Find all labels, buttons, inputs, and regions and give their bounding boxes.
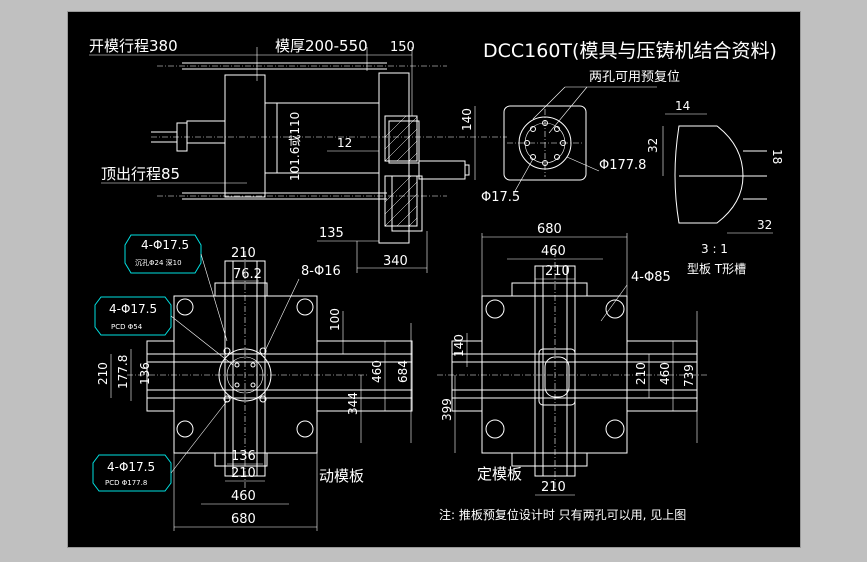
tslot-dim-32b: 32 — [757, 218, 772, 232]
reset-dim-140: 140 — [460, 108, 474, 131]
fixed-platen-label: 定模板 — [477, 465, 522, 483]
machine-top-view: 开模行程380 模厚200-550 150 — [89, 37, 507, 273]
dim-1016: 101.6或110 — [288, 112, 302, 181]
dim-150: 150 — [390, 40, 415, 55]
ejector-stroke-label: 顶出行程85 — [101, 165, 180, 183]
mp-dim-680: 680 — [231, 512, 256, 527]
mp-dim-136-bottom: 136 — [231, 449, 256, 464]
mp-dim-460-h: 460 — [231, 489, 256, 504]
mp-dim-210-top: 210 — [231, 246, 256, 261]
reset-hole-note: 两孔可用预复位 — [589, 70, 680, 85]
open-stroke-label: 开模行程380 — [89, 37, 178, 55]
reset-hole-view: 两孔可用预复位 140 Φ177.8 Φ17.5 — [460, 70, 680, 205]
mp-dim-136-left: 136 — [138, 362, 152, 385]
fixed-platen-view: 680 460 210 4-Φ85 140 399 210 460 739 21… — [437, 222, 707, 496]
tslot-dim-18: 18 — [770, 149, 784, 164]
callout-1: 4-Φ17.5 沉孔Φ24 深10 — [124, 234, 228, 342]
drawing-title: DCC160T(模具与压铸机结合资料) — [483, 40, 777, 62]
mp-dim-762: 76.2 — [233, 267, 262, 282]
tslot-dim-14: 14 — [675, 99, 690, 113]
callout-2: 4-Φ17.5 PCD Φ54 — [94, 296, 234, 366]
dim-340: 340 — [383, 254, 408, 269]
mold-thickness-label: 模厚200-550 — [275, 37, 368, 55]
moving-platen-view: 210 76.2 8-Φ16 100 460 684 344 210 177.8… — [96, 246, 413, 531]
border — [67, 11, 801, 548]
moving-platen-label: 动模板 — [319, 467, 364, 485]
fp-dim-210-bottom: 210 — [541, 480, 566, 495]
cad-drawing: DCC160T(模具与压铸机结合资料) 开模行程380 模厚200-550 15… — [67, 11, 801, 548]
dim-12: 12 — [337, 136, 352, 150]
callout-3-main: 4-Φ17.5 — [107, 460, 155, 474]
fp-dim-739: 739 — [682, 364, 696, 387]
fp-dim-399: 399 — [440, 398, 454, 421]
fp-dim-460-top: 460 — [541, 244, 566, 259]
mp-dim-210-bottom: 210 — [231, 466, 256, 481]
drawing-frame: DCC160T(模具与压铸机结合资料) 开模行程380 模厚200-550 15… — [67, 11, 801, 548]
fp-dim-210-right: 210 — [634, 362, 648, 385]
fp-holes-4: 4-Φ85 — [631, 270, 671, 285]
t-slot-view: 14 32 18 32 3 : 1 型板 T形槽 — [646, 99, 784, 276]
dim-135: 135 — [319, 226, 344, 241]
tslot-label: 型板 T形槽 — [687, 262, 746, 276]
footer-note: 注: 推板预复位设计时 只有两孔可以用, 见上图 — [439, 507, 686, 522]
fp-dim-680: 680 — [537, 222, 562, 237]
tslot-scale: 3 : 1 — [701, 242, 728, 256]
mp-dim-684: 684 — [396, 360, 410, 383]
callout-2-main: 4-Φ17.5 — [109, 302, 157, 316]
callout-3: 4-Φ17.5 PCD Φ177.8 — [92, 400, 228, 492]
mp-dim-460-v: 460 — [370, 360, 384, 383]
callout-1-main: 4-Φ17.5 — [141, 238, 189, 252]
mp-dim-210-left: 210 — [96, 362, 110, 385]
reset-dia-1778: Φ177.8 — [599, 158, 646, 173]
mp-dim-1778: 177.8 — [116, 355, 130, 389]
mp-holes-8: 8-Φ16 — [301, 264, 341, 279]
callout-1-sub: 沉孔Φ24 深10 — [135, 258, 182, 267]
fp-dim-210-top: 210 — [545, 264, 570, 279]
callout-2-sub: PCD Φ54 — [111, 323, 143, 331]
tslot-dim-32a: 32 — [646, 138, 660, 153]
fp-dim-460-right: 460 — [658, 362, 672, 385]
fp-dim-140: 140 — [452, 334, 466, 357]
mp-dim-344: 344 — [346, 392, 360, 415]
reset-dia-175: Φ17.5 — [481, 190, 520, 205]
callout-3-sub: PCD Φ177.8 — [105, 479, 147, 487]
mp-dim-100: 100 — [328, 308, 342, 331]
